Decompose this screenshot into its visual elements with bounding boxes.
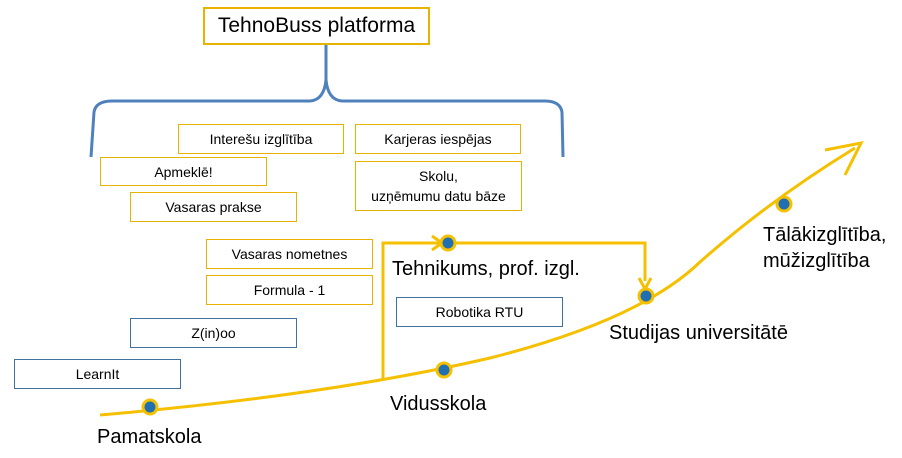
box-interesu-izglitiba: Interešu izglītība	[178, 124, 344, 154]
box-learnit: LearnIt	[14, 359, 181, 389]
milestone-dot-talak	[775, 195, 793, 213]
milestone-dot-pamatskola	[141, 398, 159, 416]
box-vasaras-nometnes: Vasaras nometnes	[206, 239, 373, 269]
label-pamatskola: Pamatskola	[97, 426, 202, 448]
label-vidusskola: Vidusskola	[390, 393, 487, 415]
grouping-brace	[89, 45, 565, 158]
milestone-dot-tehnikums	[439, 234, 457, 252]
milestone-dot-studijas	[637, 287, 655, 305]
box-apmekle: Apmeklē!	[100, 157, 267, 186]
label-studijas: Studijas universitātē	[609, 322, 788, 344]
platform-title-box: TehnoBuss platforma	[203, 7, 430, 45]
milestone-dot-vidusskola	[435, 361, 453, 379]
box-vasaras-prakse: Vasaras prakse	[130, 192, 297, 222]
education-path-curve	[99, 146, 856, 417]
label-talakizglitiba: Tālākizglītība, mūžizglītība	[763, 224, 887, 272]
label-tehnikums: Tehnikums, prof. izgl.	[392, 258, 580, 280]
box-karjeras-iespejas: Karjeras iespējas	[355, 124, 521, 154]
path-arrowhead	[824, 140, 864, 176]
box-robotika-rtu: Robotika RTU	[396, 297, 563, 327]
box-zinoo: Z(in)oo	[130, 318, 297, 348]
box-formula-1: Formula - 1	[206, 275, 373, 305]
box-skolu-uznemumu-datu-baze: Skolu, uzņēmumu datu bāze	[355, 161, 522, 211]
tehnikums-branch-line	[381, 241, 647, 380]
